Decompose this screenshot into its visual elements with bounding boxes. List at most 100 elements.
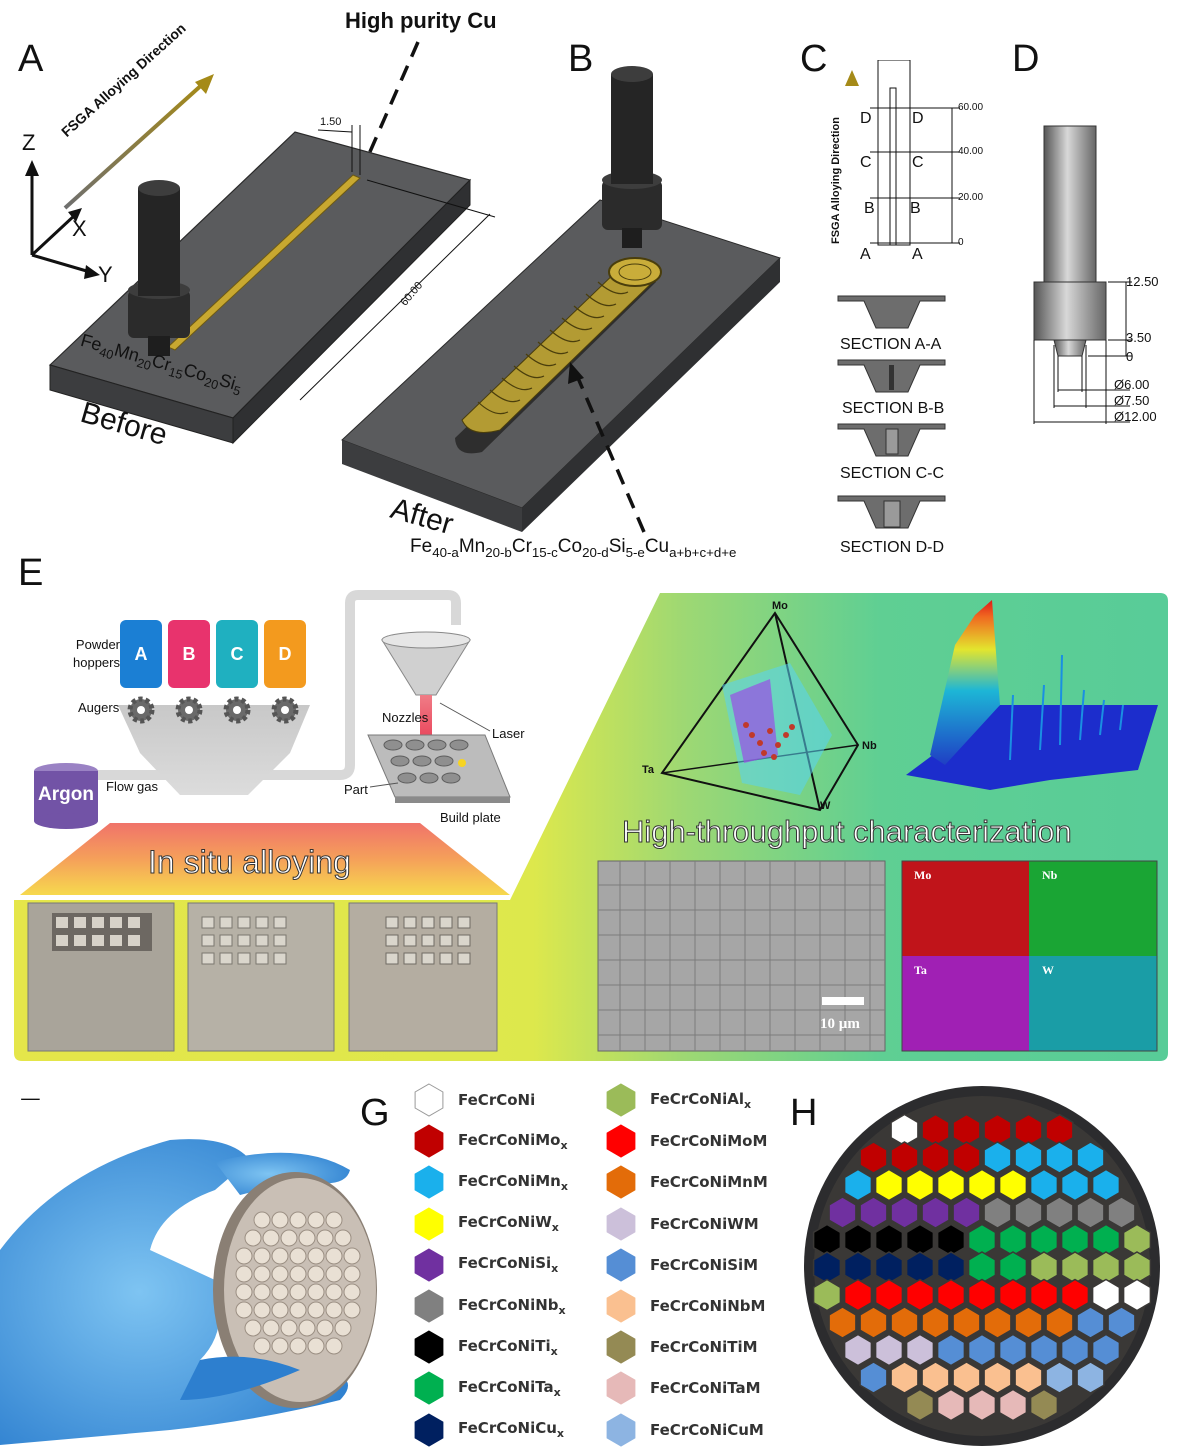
legend-item: FeCrCoNiWM (602, 1207, 759, 1241)
h-sample-hex (890, 1113, 919, 1147)
legend-hex-swatch (606, 1413, 636, 1447)
h-sample-hex (874, 1223, 904, 1257)
d-pin (1053, 339, 1087, 357)
powder-funnel (118, 705, 310, 795)
h-sample-hex (921, 1113, 950, 1147)
d-dim-phi7: Ø7.50 (1114, 393, 1150, 408)
panel-c-figure (837, 60, 960, 529)
stir-zone-rings (477, 281, 629, 415)
legend-label: FeCrCoNiSiM (650, 1255, 759, 1274)
part-leader-line (369, 782, 399, 788)
legend-item: FeCrCoNiCuM (602, 1413, 764, 1447)
panel-letter-h: H (790, 1092, 818, 1134)
h-sample-hex (843, 1333, 873, 1367)
h-sample-hex (1045, 1141, 1074, 1174)
legend-hex-swatch (606, 1289, 636, 1323)
h-sample-hex (1029, 1278, 1059, 1312)
c-dim-60: 60.00 (958, 102, 984, 113)
panel-letter-b: B (568, 38, 594, 80)
eds-label-nb: Nb (1042, 868, 1058, 882)
build-plate-label: Build plate (440, 810, 501, 825)
panel-d-figure (1033, 125, 1132, 424)
legend-hex-swatch (414, 1165, 444, 1199)
h-sample-hex (859, 1196, 888, 1229)
h-sample-hex (1076, 1196, 1105, 1229)
c-cut-a-right: A (912, 246, 923, 263)
legend-hex-swatch (414, 1124, 444, 1158)
axis-z-arrowhead (25, 160, 39, 176)
h-sample-hex (859, 1306, 888, 1339)
augers-gears (127, 696, 299, 724)
h-sample-hex (1122, 1278, 1152, 1312)
h-sample-hex (843, 1251, 873, 1284)
h-sample-hex (952, 1113, 981, 1147)
legend-hex-swatch (606, 1083, 636, 1117)
printed-parts (383, 739, 469, 784)
section-label-b: SECTION B-B (842, 400, 945, 417)
legend-label: FeCrCoNiMoM (650, 1132, 768, 1151)
panel-letter-e: E (18, 552, 44, 594)
legend-label: FeCrCoNiSix (458, 1254, 559, 1276)
legend-item: FeCrCoNiCux (410, 1413, 564, 1447)
h-sample-hex (1060, 1251, 1090, 1284)
legend-item: FeCrCoNiTix (410, 1330, 558, 1364)
tool-a-shank (138, 188, 180, 296)
legend-label: FeCrCoNiWx (458, 1213, 559, 1235)
legend-item: FeCrCoNi (410, 1083, 535, 1117)
section-shape-a (837, 295, 946, 329)
h-sample-hex (967, 1168, 997, 1202)
nozzles-label: Nozzles (382, 710, 429, 725)
eds-label-w: W (1042, 963, 1054, 977)
h-sample-hex (1122, 1223, 1152, 1257)
h-sample-hex (1091, 1251, 1121, 1284)
h-sample-hex (983, 1141, 1012, 1174)
stir-zone-end-ring (618, 263, 652, 281)
h-sample-hex (890, 1141, 919, 1174)
h-sample-hex (1060, 1223, 1090, 1257)
h-sample-hex (874, 1278, 904, 1312)
tool-b-shank-top (611, 66, 653, 82)
legend-hex-swatch (606, 1165, 636, 1199)
eds-map-frame (901, 860, 1158, 1052)
legend-hex-swatch (606, 1207, 636, 1241)
h-sample-hex (1076, 1306, 1105, 1339)
h-sample-hex (998, 1278, 1028, 1312)
h-sample-hex (905, 1388, 935, 1422)
h-sample-hex (998, 1333, 1028, 1367)
panel-letter-c: C (800, 38, 828, 80)
legend-hex-swatch (414, 1289, 444, 1323)
legend-label: FeCrCoNiTix (458, 1336, 558, 1358)
tetra-label-ta: Ta (642, 764, 655, 776)
panel-e-figure (14, 590, 1168, 1061)
h-sample-hex (828, 1306, 857, 1339)
axis-x-line (30, 213, 77, 257)
gas-pipe (40, 590, 461, 780)
h-sample-hex (812, 1251, 842, 1284)
high-purity-cu-label: High purity Cu (345, 8, 497, 33)
h-sample-hex (952, 1306, 981, 1339)
h-sample-hex (936, 1251, 966, 1284)
legend-item: FeCrCoNiNbx (410, 1289, 566, 1323)
melt-pool (458, 759, 466, 767)
tetra-label-w: W (820, 800, 831, 812)
h-sample-hex (905, 1223, 935, 1257)
in-situ-banner (20, 823, 510, 895)
eds-map-w (1029, 956, 1157, 1051)
c-direction-label: FSGA Alloying Direction (830, 117, 842, 244)
tetra-label-nb: Nb (862, 740, 877, 752)
part-label: Part (344, 782, 368, 797)
h-sample-hex (874, 1333, 904, 1367)
plate-b-front (342, 440, 522, 532)
h-sample-hex (952, 1141, 981, 1174)
length-ext-line (366, 179, 496, 218)
augers-label: Augers (78, 700, 120, 715)
legend-hex-swatch (414, 1413, 444, 1447)
h-sample-hex (859, 1361, 888, 1394)
c-dim-40: 40.00 (958, 146, 984, 157)
c-groove-outline (889, 87, 897, 246)
hopper-b: B (168, 620, 210, 688)
legend-label: FeCrCoNiMnM (650, 1173, 768, 1192)
d-shank (1043, 125, 1097, 283)
h-sample-hex (1060, 1333, 1090, 1367)
cu-groove (167, 174, 361, 351)
